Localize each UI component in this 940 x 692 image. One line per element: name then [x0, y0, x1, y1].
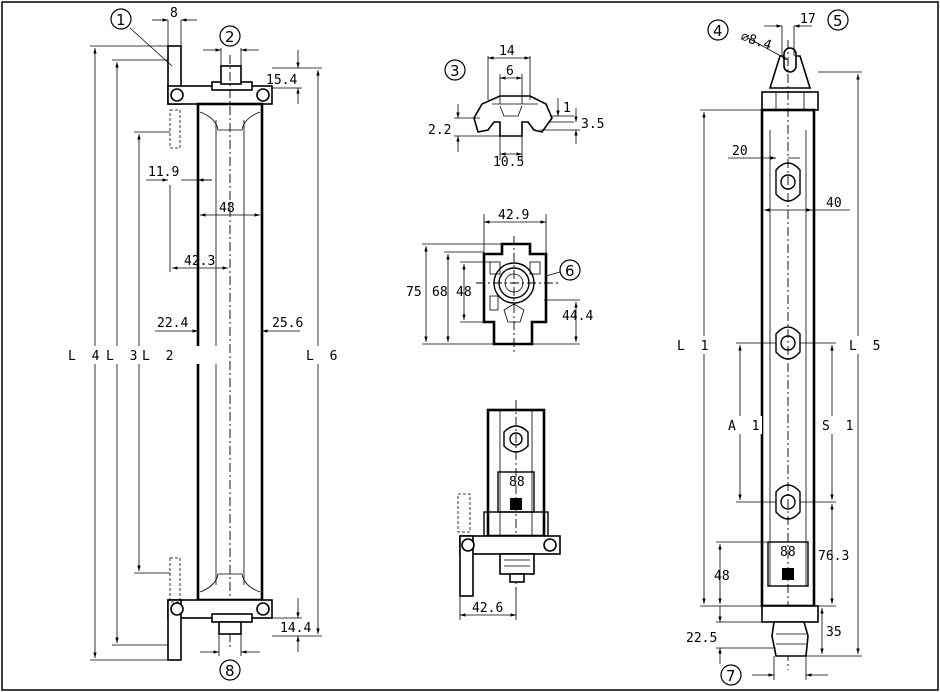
display-digits: 88 — [780, 545, 796, 560]
dim-diameter-8-4: ⌀8.4 — [739, 30, 774, 54]
right-view: 88 L 1 L 5 A 1 S 1 17 — [674, 9, 884, 686]
svg-text:1: 1 — [116, 11, 126, 29]
dim-75: 75 — [406, 285, 422, 300]
top-bracket — [761, 91, 819, 111]
dim-14-4: 14.4 — [280, 621, 311, 636]
dim-8: 8 — [170, 6, 178, 21]
dim-11-9: 11.9 — [148, 165, 179, 180]
svg-text:7: 7 — [726, 667, 736, 685]
top-left-bolt — [170, 88, 184, 102]
dim-42-6: 42.6 — [472, 601, 503, 616]
dim-S1: S 1 — [822, 419, 857, 434]
bottom-bracket — [761, 605, 819, 623]
display-window — [767, 541, 809, 587]
top-connector — [220, 65, 242, 85]
dim-17: 17 — [800, 12, 816, 27]
dim-15-4: 15.4 — [266, 73, 297, 88]
callout-3 — [444, 59, 466, 81]
callout-2 — [219, 25, 241, 47]
section-view: 42.9 75 68 48 44.4 6 — [406, 208, 593, 352]
bottom-cable-gland — [771, 621, 809, 657]
bottom-connector — [218, 621, 242, 635]
dim-14: 14 — [499, 44, 515, 59]
dim-L3: L 3 — [106, 349, 141, 364]
dim-35: 35 — [826, 625, 842, 640]
callout-8 — [219, 659, 241, 681]
svg-text:4: 4 — [713, 22, 723, 40]
dim-22-4: 22.4 — [157, 316, 188, 331]
dim-25-6: 25.6 — [272, 316, 303, 331]
dim-3-5: 3.5 — [581, 117, 604, 132]
indicator-block — [510, 498, 522, 510]
dim-2-2: 2.2 — [428, 123, 451, 138]
left-view: L 4 L 3 L 2 L 6 8 15.4 11.9 48 42.3 — [64, 6, 341, 681]
dim-48: 48 — [219, 201, 235, 216]
dim-40: 40 — [826, 196, 842, 211]
dim-20: 20 — [732, 144, 748, 159]
svg-text:5: 5 — [833, 12, 843, 30]
dim-A1: A 1 — [728, 419, 763, 434]
slot-top — [775, 162, 801, 202]
callout-4 — [707, 19, 729, 41]
dim-68: 68 — [432, 285, 448, 300]
dim-L1: L 1 — [677, 339, 712, 354]
dim-L2: L 2 — [142, 349, 177, 364]
dim-6: 6 — [506, 64, 514, 79]
dim-76-3: 76.3 — [818, 549, 849, 564]
dim-42-9: 42.9 — [498, 208, 529, 223]
display-indicator — [782, 568, 794, 580]
dim-L6: L 6 — [306, 349, 341, 364]
dim-L4: L 4 — [68, 349, 103, 364]
dim-10-5: 10.5 — [493, 155, 524, 170]
dim-48-right: 48 — [714, 569, 730, 584]
dim-1: 1 — [563, 101, 571, 116]
svg-text:3: 3 — [450, 62, 460, 80]
slot-middle — [775, 326, 801, 360]
slot-bottom — [775, 484, 801, 520]
svg-text:6: 6 — [565, 262, 575, 280]
dim-42-3: 42.3 — [184, 254, 215, 269]
svg-text:2: 2 — [225, 28, 235, 46]
profile-view: 14 6 1 2.2 3.5 10.5 3 — [428, 44, 604, 170]
dim-L5: L 5 — [849, 339, 884, 354]
callout-1 — [110, 8, 132, 30]
callout-5 — [827, 9, 849, 31]
end-connector — [499, 553, 535, 575]
svg-text:8: 8 — [225, 662, 235, 680]
section-outline — [482, 242, 548, 346]
callout-7 — [720, 664, 742, 686]
dim-22-5: 22.5 — [686, 631, 717, 646]
dim-44-4: 44.4 — [562, 309, 593, 324]
led-symbol: 88 — [509, 475, 525, 490]
end-view: 88 42.6 — [457, 400, 561, 620]
dim-48-section: 48 — [456, 285, 472, 300]
top-right-bolt — [256, 88, 270, 102]
callout-6 — [559, 259, 581, 281]
